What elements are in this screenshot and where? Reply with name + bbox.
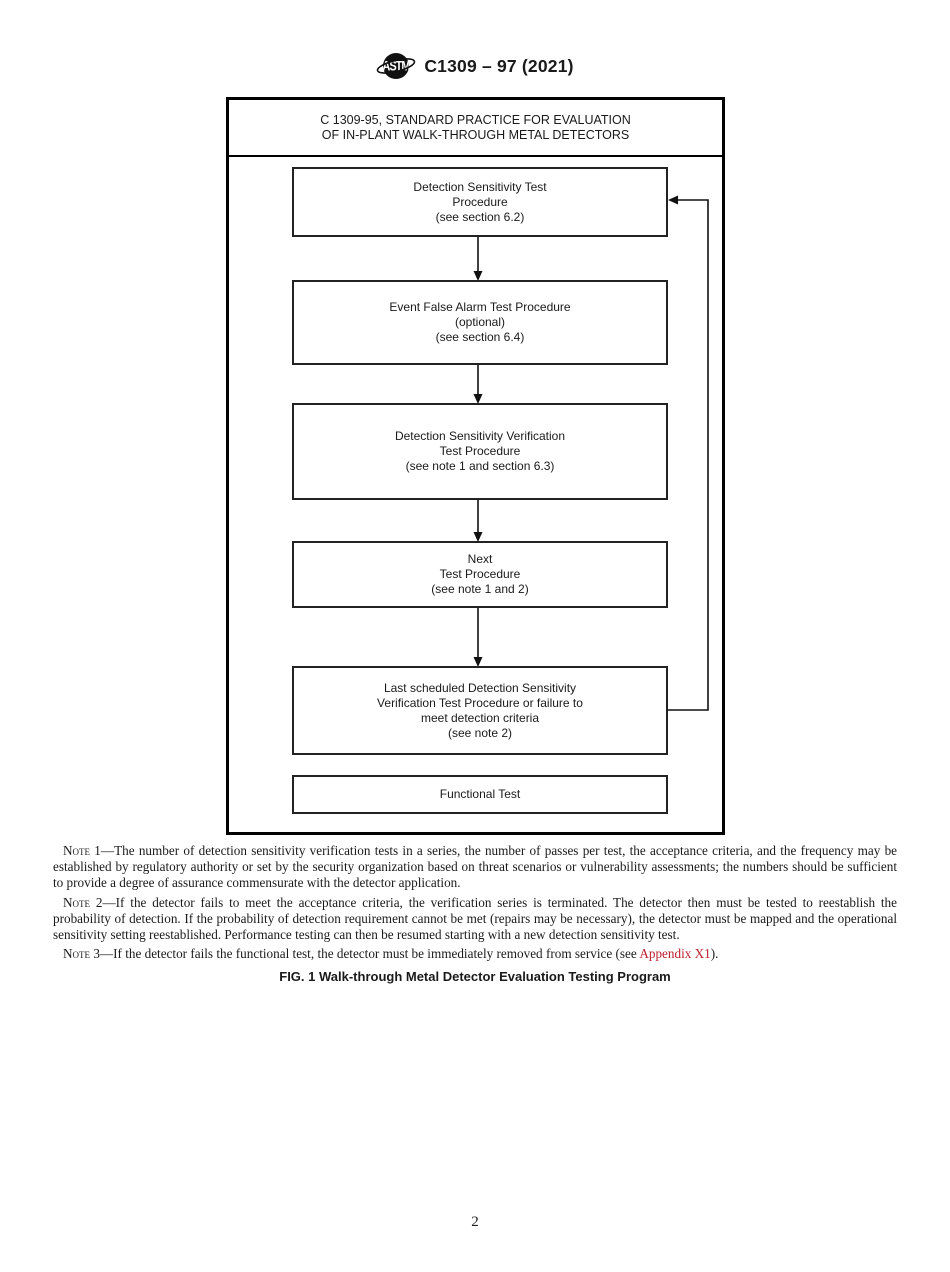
flow-box-text: (see section 6.4)	[435, 330, 525, 344]
flow-box-last-scheduled-verification: Last scheduled Detection Sensitivity Ver…	[292, 666, 668, 755]
flow-box-text: Last scheduled Detection Sensitivity	[383, 680, 577, 695]
flow-box-text: Detection Sensitivity Test	[413, 179, 547, 194]
flow-box-text: Test Procedure	[439, 567, 521, 581]
note-3-text-before: If the detector fails the functional tes…	[113, 946, 640, 962]
note-1-label: Note	[63, 843, 91, 858]
flowchart-connectors	[473, 195, 709, 711]
flow-box-text: Test Procedure	[439, 444, 521, 458]
note-3-label: Note	[63, 946, 91, 962]
note-3-dash: —	[99, 946, 114, 962]
note-2-text: If the detector fails to meet the accept…	[53, 894, 898, 943]
flow-box-detection-sensitivity-test: Detection Sensitivity Test Procedure (se…	[292, 167, 668, 237]
flow-box-text: Functional Test	[439, 787, 521, 801]
flow-box-text: Next	[467, 552, 493, 566]
page-header: ASTM C1309 – 97 (2021)	[0, 50, 950, 82]
flow-box-text: Event False Alarm Test Procedure	[389, 300, 571, 314]
note-3: Note 3—If the detector fails the functio…	[53, 946, 897, 962]
note-3-number: 3	[90, 946, 100, 962]
flow-box-text: Procedure	[452, 194, 508, 209]
flow-box-text: Verification Test Procedure or failure t…	[377, 695, 583, 710]
flow-box-detection-sensitivity-verification: Detection Sensitivity Verification Test …	[292, 403, 668, 500]
note-2-label: Note	[63, 894, 91, 910]
figure-caption: FIG. 1 Walk-through Metal Detector Evalu…	[279, 969, 671, 985]
flow-box-text: (see note 1 and 2)	[431, 582, 529, 596]
note-2-number: 2	[90, 894, 103, 910]
flowchart-title-line2: OF IN-PLANT WALK-THROUGH METAL DETECTORS	[321, 127, 630, 142]
note-2: Note 2—If the detector fails to meet the…	[53, 895, 897, 944]
flow-box-text: Detection Sensitivity Verification	[394, 429, 566, 443]
flow-box-text: (optional)	[454, 315, 506, 329]
note-1: Note 1—The number of detection sensitivi…	[53, 843, 897, 892]
flow-box-event-false-alarm-test: Event False Alarm Test Procedure (option…	[292, 280, 668, 365]
flow-box-text: (see section 6.2)	[435, 209, 525, 224]
flowchart-title-line1: C 1309-95, STANDARD PRACTICE FOR EVALUAT…	[320, 112, 631, 127]
note-2-dash: —	[102, 894, 116, 910]
note-1-text: The number of detection sensitivity veri…	[53, 843, 898, 891]
flow-box-text: (see note 1 and section 6.3)	[405, 459, 555, 473]
page-number: 2	[471, 1214, 479, 1230]
figure-notes: Note 1—The number of detection sensitivi…	[53, 843, 897, 989]
flow-box-next-test-procedure: Next Test Procedure (see note 1 and 2)	[292, 541, 668, 608]
document-code: C1309 – 97 (2021)	[424, 55, 574, 76]
flow-box-text: (see note 2)	[447, 725, 513, 740]
flowchart-title: C 1309-95, STANDARD PRACTICE FOR EVALUAT…	[229, 100, 722, 157]
flow-box-functional-test: Functional Test	[292, 775, 668, 814]
appendix-x1-link[interactable]: Appendix X1	[639, 946, 711, 962]
flow-box-text: meet detection criteria	[420, 710, 540, 725]
note-3-text-after: ).	[710, 946, 719, 962]
figure-frame: C 1309-95, STANDARD PRACTICE FOR EVALUAT…	[226, 97, 725, 835]
note-1-number: 1	[90, 843, 101, 858]
note-1-dash: —	[100, 843, 115, 858]
astm-logo-icon: ASTM	[376, 50, 416, 82]
